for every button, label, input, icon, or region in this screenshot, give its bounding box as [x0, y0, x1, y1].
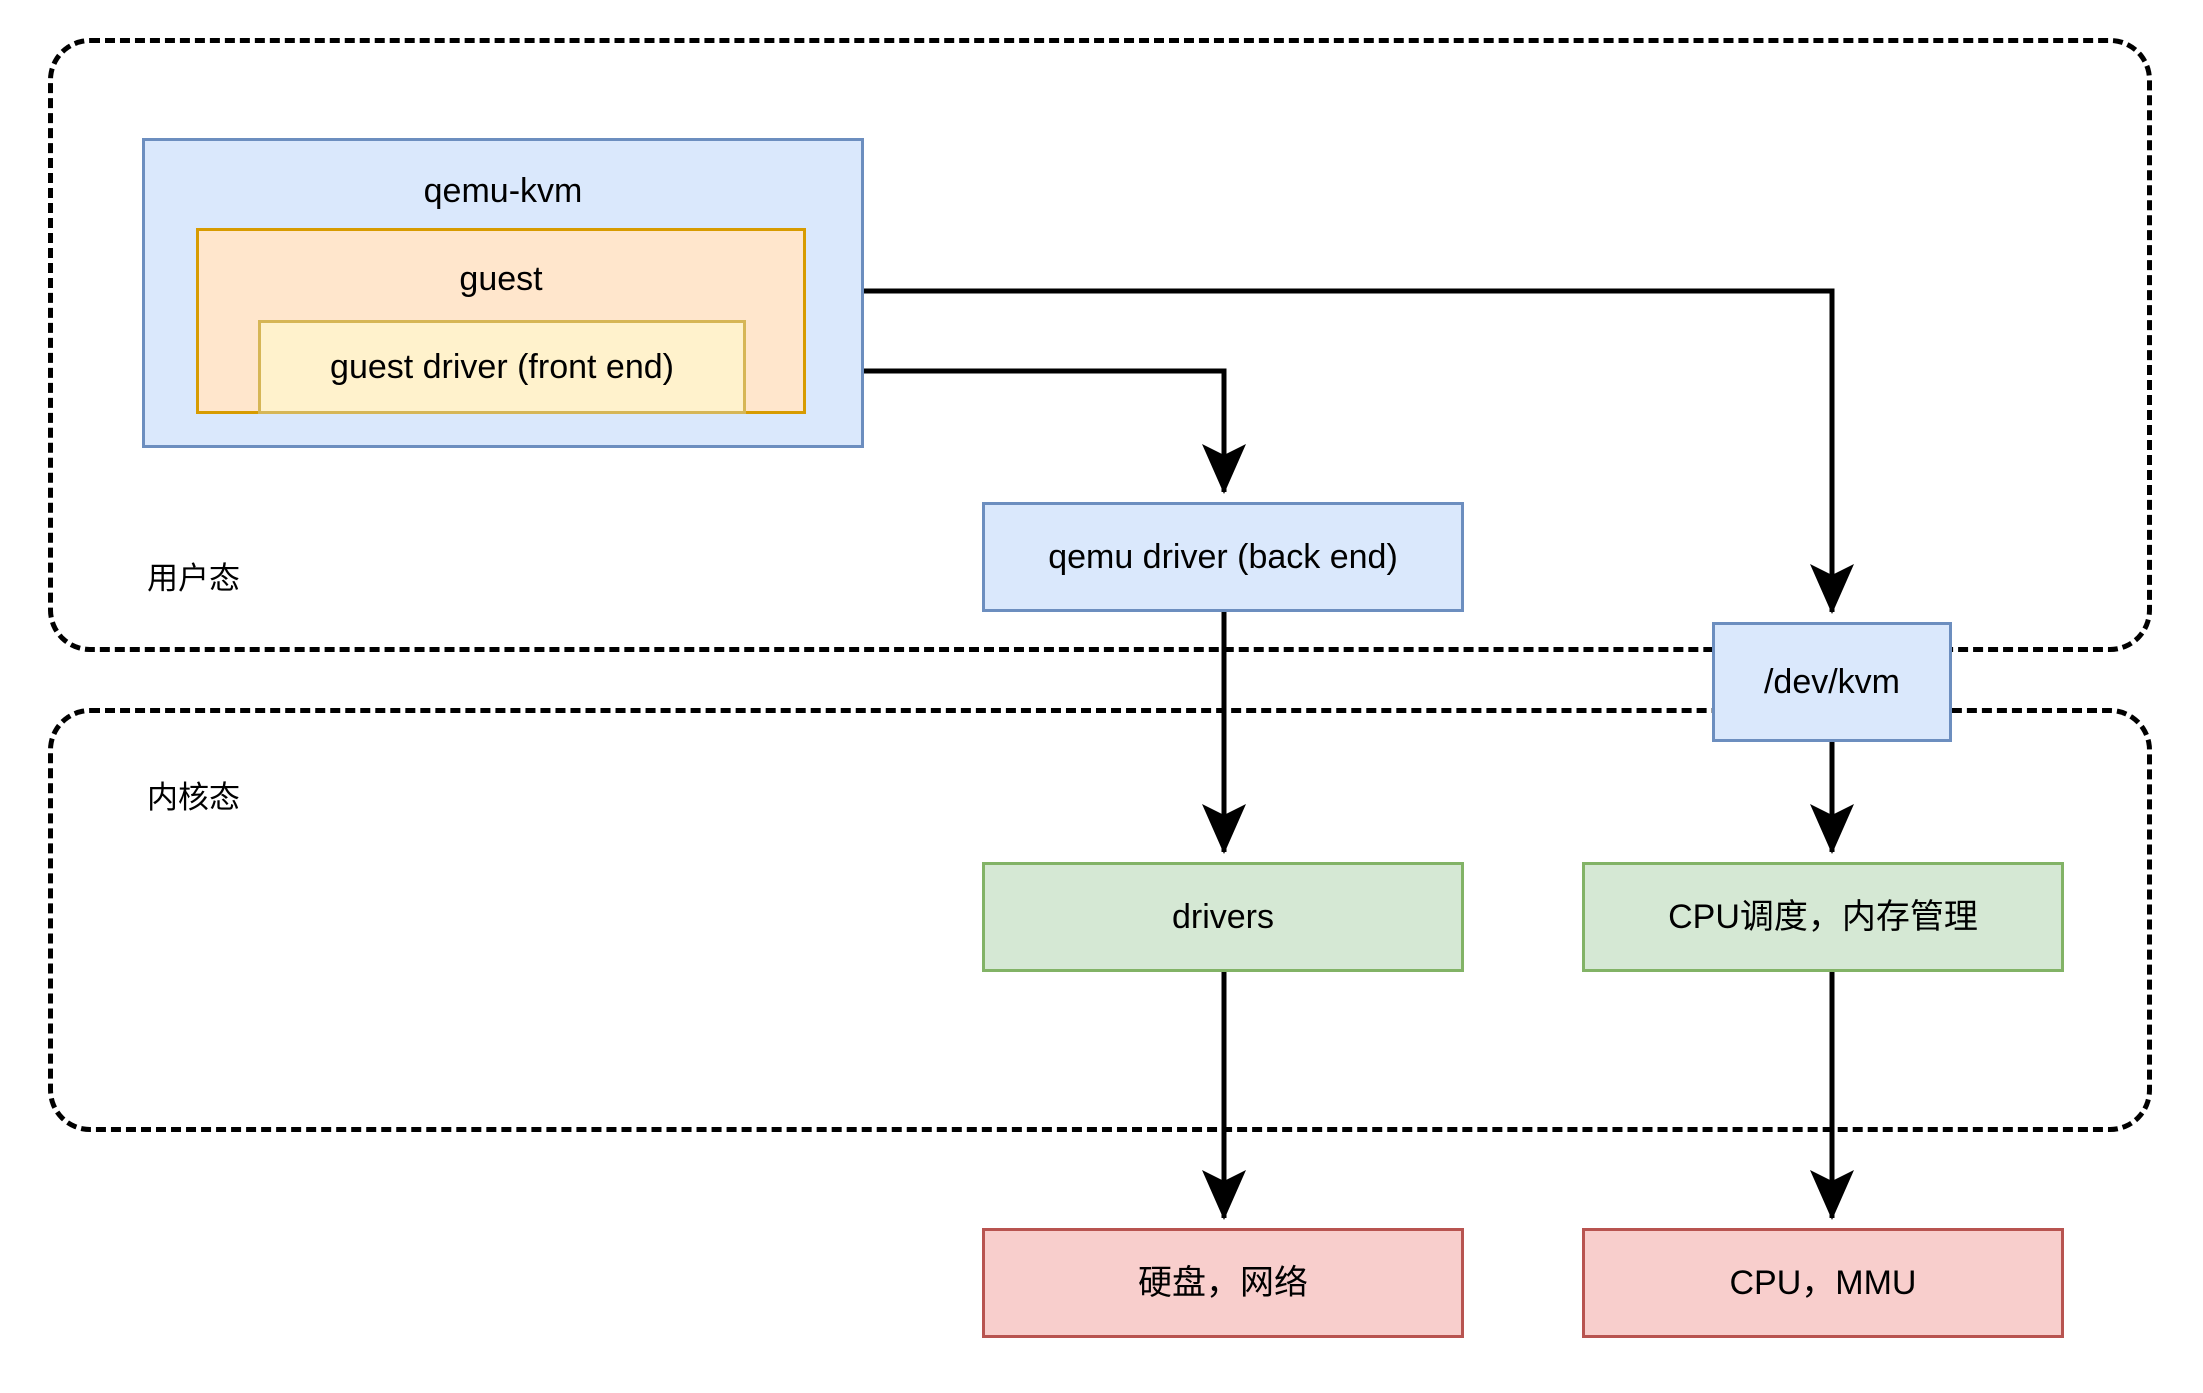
box-guest-driver-front-end[interactable]: guest driver (front end)	[258, 320, 746, 414]
box-disk-network[interactable]: 硬盘，网络	[982, 1228, 1464, 1338]
zone-kernel-mode	[48, 708, 2152, 1132]
box-dev-kvm[interactable]: /dev/kvm	[1712, 622, 1952, 742]
box-qemu-driver-back-end[interactable]: qemu driver (back end)	[982, 502, 1464, 612]
zone-user-mode	[48, 38, 2152, 652]
box-cpu-scheduling-memory-management[interactable]: CPU调度，内存管理	[1582, 862, 2064, 972]
box-cpu-mmu[interactable]: CPU，MMU	[1582, 1228, 2064, 1338]
zone-label-user-mode: 用户态	[147, 561, 240, 596]
box-drivers[interactable]: drivers	[982, 862, 1464, 972]
zone-label-kernel-mode: 内核态	[147, 780, 240, 815]
